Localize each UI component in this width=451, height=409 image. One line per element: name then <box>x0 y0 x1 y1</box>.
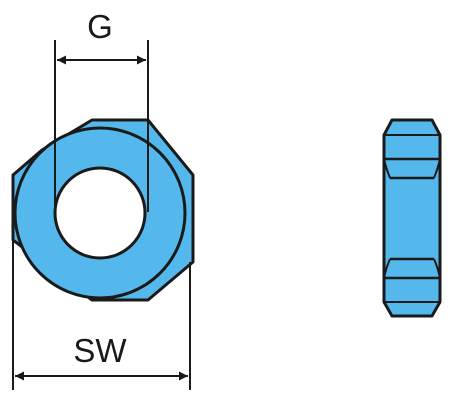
bore-hole <box>53 166 147 260</box>
side-chamfer-upper <box>383 158 441 179</box>
nut-side-view <box>382 118 442 318</box>
g-label: G <box>87 8 113 45</box>
side-chamfer-lower <box>383 258 441 279</box>
sw-label: SW <box>73 332 127 369</box>
dimension-g: G <box>54 8 149 212</box>
nut-front-view <box>11 118 195 302</box>
side-outline <box>382 118 442 318</box>
dimension-sw: SW <box>12 240 191 390</box>
